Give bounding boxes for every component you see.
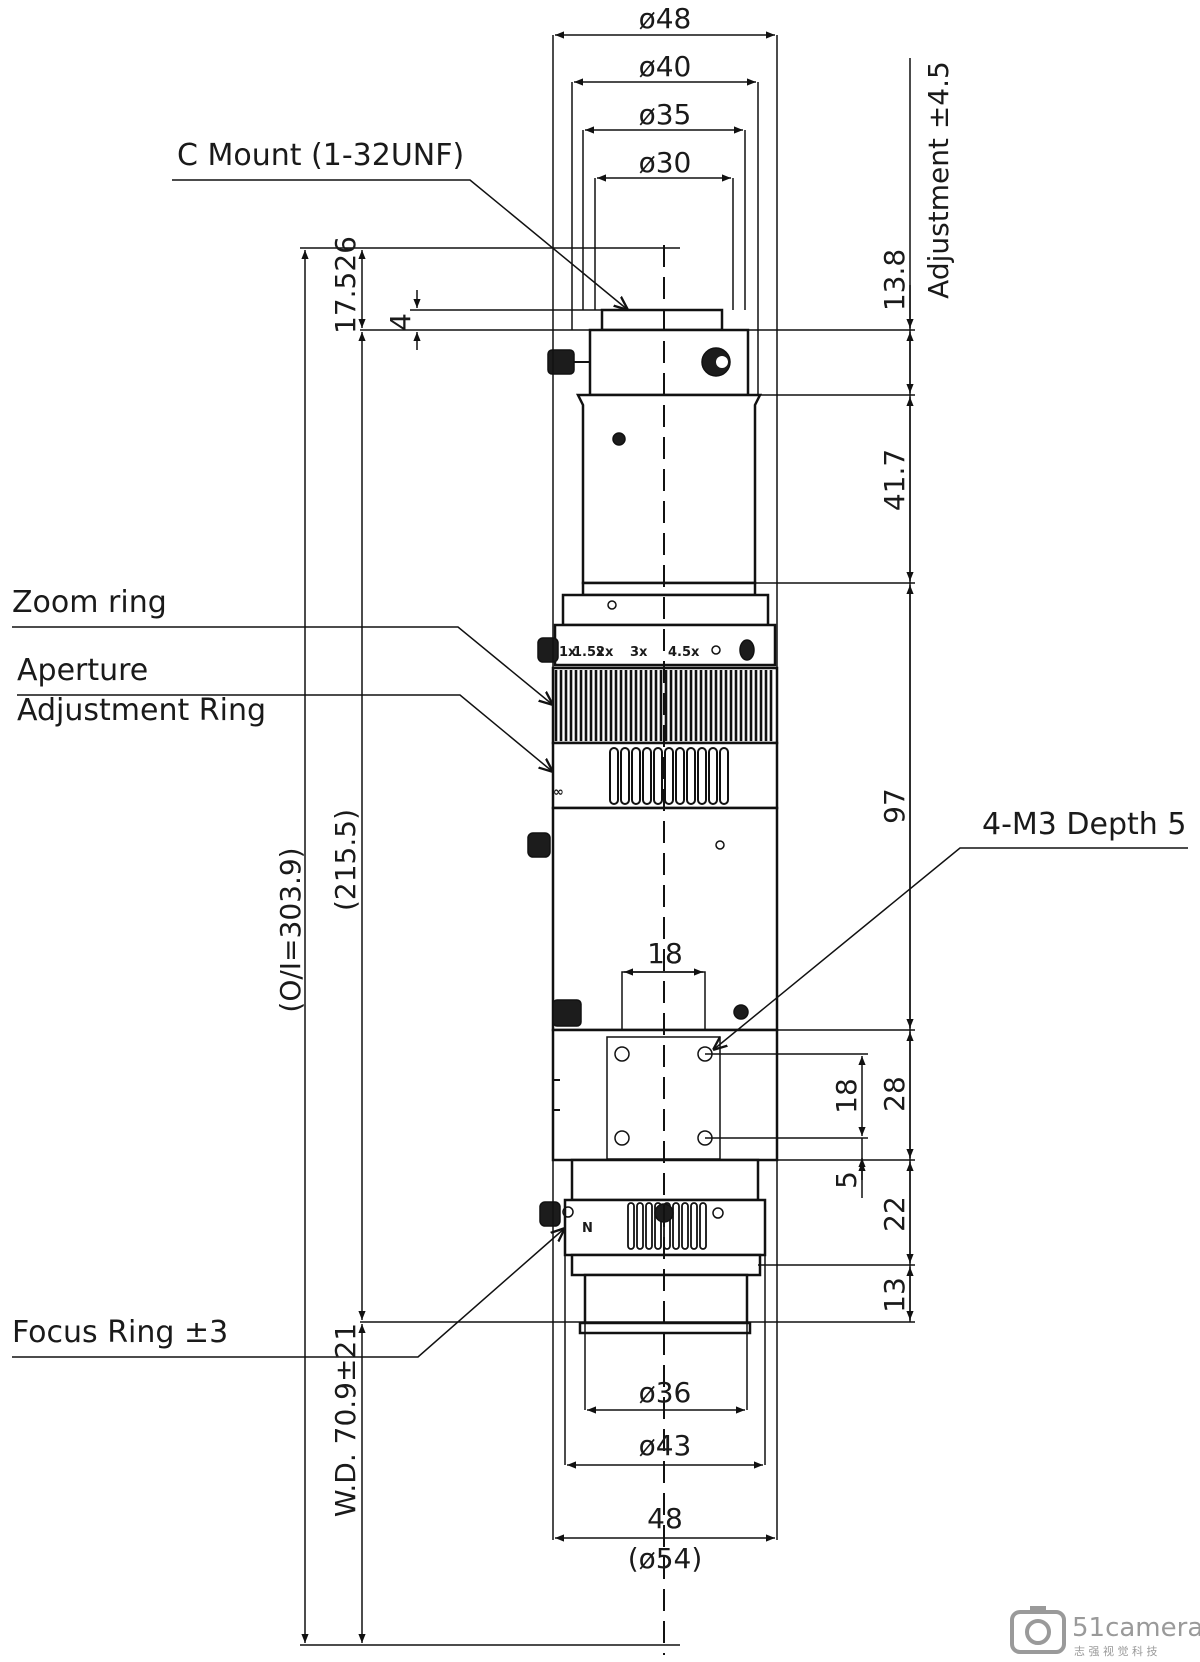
aperture-grip-rib [664,747,674,805]
focus-lock-screw-icon [539,1201,561,1227]
focus-grip-rib [672,1202,680,1250]
c-mount-thread [600,308,724,332]
zoom-lock-screw-icon [537,637,559,663]
m3-hole-icon [614,1046,630,1062]
dim-5: 5 [830,1171,863,1189]
dim-d35: ø35 [639,98,692,131]
dim-28: 28 [878,1076,911,1112]
focus-grip-rib [690,1202,698,1250]
callout-c-mount: C Mount (1-32UNF) [177,138,464,173]
dim-oi: (O/I=303.9) [274,847,307,1012]
dim-41-7: 41.7 [878,449,911,511]
dim-18-side: 18 [830,1078,863,1114]
callout-aperture-line2: Adjustment Ring [17,693,266,728]
dim-13: 13 [878,1277,911,1313]
dim-22: 22 [878,1196,911,1232]
dim-wd: W.D. 70.9±21 [329,1323,362,1517]
objective-barrel [583,1273,749,1325]
dim-13-8: 13.8 [878,249,911,311]
mark-4-5x: 4.5x [668,645,700,660]
mark-1x: 1x [559,645,577,660]
front-barrel [570,1253,762,1277]
zoom-neck [581,581,757,597]
right-vertical-dimensions: 13.8 Adjustment ±4.5 41.7 97 28 22 13 18… [360,58,955,1323]
zoom-scale-ring [561,593,770,627]
dim-18-top: 18 [647,937,683,970]
lock-screw-top-icon [547,349,575,375]
dim-d40: ø40 [639,50,692,83]
aperture-grip-rib [708,747,718,805]
focus-grip-rib [699,1202,707,1250]
mark-3x: 3x [630,645,648,660]
aperture-grip-rib [609,747,619,805]
dim-d48: ø48 [639,2,692,35]
camera-logo-icon [1010,1610,1066,1654]
side-screw-icon [527,832,551,858]
front-lens [578,1321,752,1335]
top-diameter-dimensions: ø48 ø40 ø35 ø30 [552,2,778,1540]
aperture-grip-rib [631,747,641,805]
mark-2x: 2x [596,645,614,660]
callout-focus-ring: Focus Ring ±3 [12,1315,228,1350]
aperture-grip-rib [675,747,685,805]
aperture-grip-rib [697,747,707,805]
focus-grip-rib [627,1202,635,1250]
dim-4: 4 [384,313,417,331]
callout-zoom-ring: Zoom ring [12,585,167,620]
aperture-grip-rib [653,747,663,805]
left-vertical-dimensions: (O/I=303.9) 17.526 (215.5) W.D. 70.9±21 … [274,236,680,1646]
dim-97: 97 [878,788,911,824]
top-barrel [575,393,763,585]
callout-m3-holes: 4-M3 Depth 5 [982,807,1186,842]
zoom-index-icon [739,639,755,661]
callout-aperture-line1: Aperture [17,653,148,688]
lower-lock-screw-icon [552,999,582,1027]
callouts: C Mount (1-32UNF) Zoom ring Aperture Adj… [12,138,1188,1358]
dim-d36: ø36 [639,1376,692,1409]
dim-48: 48 [647,1502,683,1535]
focus-grip-rib [681,1202,689,1250]
aperture-grip-rib [719,747,729,805]
mark-1-5x: 1.5x [573,645,605,660]
aperture-index-mark: ∞ [553,785,564,800]
zoom-scale-markings: 1x 1.5x 2x 3x 4.5x [559,645,700,660]
m3-hole-icon [614,1130,630,1146]
aperture-grip-rib [686,747,696,805]
focus-grip-rib [636,1202,644,1250]
pad-width-dimension: 18 [624,937,703,976]
watermark-name: 51camera [1072,1613,1200,1643]
focus-near-mark: N [582,1221,593,1236]
aperture-grip-rib [620,747,630,805]
watermark: 51camera 志 强 视 觉 科 技 [1010,1606,1200,1658]
dim-adjustment: Adjustment ±4.5 [922,61,955,299]
aperture-grip-rib [642,747,652,805]
lens-body: 1x 1.5x 2x 3x 4.5x ∞ [527,308,779,1335]
dim-d30: ø30 [639,146,692,179]
dim-d54: (ø54) [628,1542,703,1575]
watermark-subtitle: 志 强 视 觉 科 技 [1074,1644,1157,1658]
bottom-diameter-dimensions: ø36 ø43 48 (ø54) [555,1255,775,1575]
dim-d43: ø43 [639,1429,692,1462]
focus-grip-rib [645,1202,653,1250]
dim-17-526: 17.526 [329,236,362,334]
dim-215-5: (215.5) [329,809,362,911]
